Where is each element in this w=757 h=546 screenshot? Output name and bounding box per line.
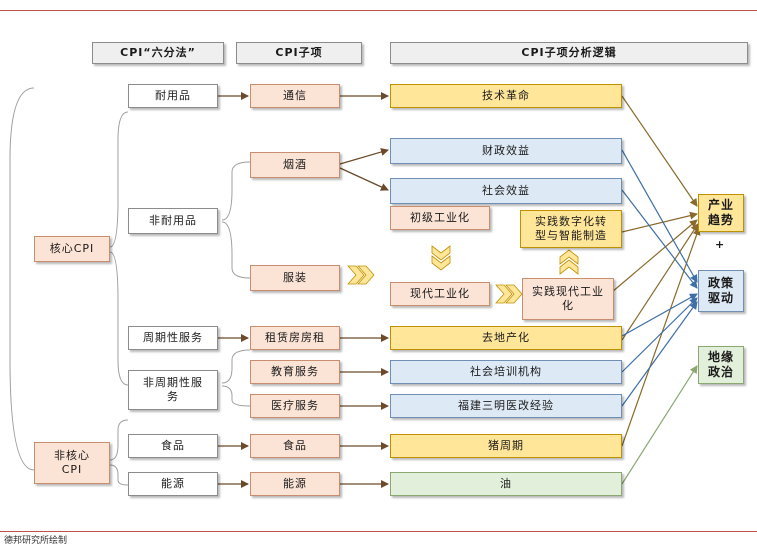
brace-core-lower: [109, 251, 129, 386]
chevron-up-icon: [559, 249, 579, 265]
header-subitem: CPI子项: [236, 42, 362, 64]
logic-primary-industrialization: 初级工业化: [390, 206, 490, 230]
arrows-results: [611, 95, 701, 485]
brace-nondurables: [221, 161, 251, 221]
chevron-up-icon: [559, 259, 579, 275]
category-durables: 耐用品: [128, 84, 218, 108]
header-logic: CPI子项分析逻辑: [390, 42, 748, 64]
category-periodic-services: 周期性服务: [128, 326, 218, 350]
chevron-down-icon: [431, 255, 451, 271]
result-policy-driven: 政策 驱动: [698, 270, 744, 312]
category-nonperiodic-services: 非周期性服 务: [128, 370, 218, 410]
chevron-arrows: [347, 245, 579, 304]
logic-social-training: 社会培训机构: [390, 360, 622, 384]
chevron-right-icon: [505, 284, 523, 304]
chevron-right-icon: [495, 284, 513, 304]
logic-practice-modern-industrialization: 实践现代工业 化: [522, 278, 614, 320]
subitem-tobacco: 烟酒: [250, 152, 340, 178]
brace-group: [9, 87, 251, 486]
category-core-cpi: 核心CPI: [34, 236, 110, 262]
source-note: 德邦研究所绘制: [4, 536, 68, 546]
brace-noncore: [109, 419, 129, 461]
top-rule: [0, 10, 757, 11]
result-geopolitics: 地缘 政治: [698, 346, 744, 384]
subitem-medical: 医疗服务: [250, 394, 340, 418]
category-energy: 能源: [128, 472, 218, 496]
logic-digital-transformation: 实践数字化转 型与智能制造: [520, 210, 622, 248]
subitem-rent: 租赁房房租: [250, 326, 340, 350]
brace-all: [9, 87, 35, 471]
subitem-telecom: 通信: [250, 84, 340, 108]
logic-social-benefit: 社会效益: [390, 178, 622, 204]
arrows-subitems: [339, 92, 389, 488]
brace-core: [109, 111, 129, 248]
result-industry-trend: 产业 趋势: [698, 194, 744, 232]
logic-sanming-reform: 福建三明医改经验: [390, 394, 622, 418]
brace-nonperiodic-lower: [221, 385, 251, 407]
arrows-categories: [218, 92, 249, 488]
logic-oil: 油: [390, 472, 622, 496]
logic-modern-industrialization: 现代工业化: [390, 282, 490, 306]
result-plus-sign: +: [715, 238, 725, 251]
chevron-right-icon: [357, 265, 375, 285]
subitem-apparel: 服装: [250, 265, 340, 291]
subitem-education: 教育服务: [250, 360, 340, 384]
category-nondurables: 非耐用品: [128, 208, 218, 234]
chevron-down-icon: [431, 245, 451, 261]
brace-noncore-lower: [109, 464, 129, 486]
logic-destocking-property: 去地产化: [390, 326, 622, 350]
header-method: CPI“六分法”: [92, 42, 224, 64]
logic-tech-revolution: 技术革命: [390, 84, 622, 108]
logic-pig-cycle: 猪周期: [390, 434, 622, 458]
chevron-right-icon: [347, 265, 365, 285]
logic-fiscal-benefit: 财政效益: [390, 138, 622, 164]
subitem-food: 食品: [250, 434, 340, 458]
brace-nonperiodic: [221, 349, 251, 384]
category-food: 食品: [128, 434, 218, 458]
brace-nondurables-lower: [221, 221, 251, 279]
bottom-rule: [0, 531, 757, 532]
subitem-energy: 能源: [250, 472, 340, 496]
category-noncore-cpi: 非核心 CPI: [34, 442, 110, 484]
